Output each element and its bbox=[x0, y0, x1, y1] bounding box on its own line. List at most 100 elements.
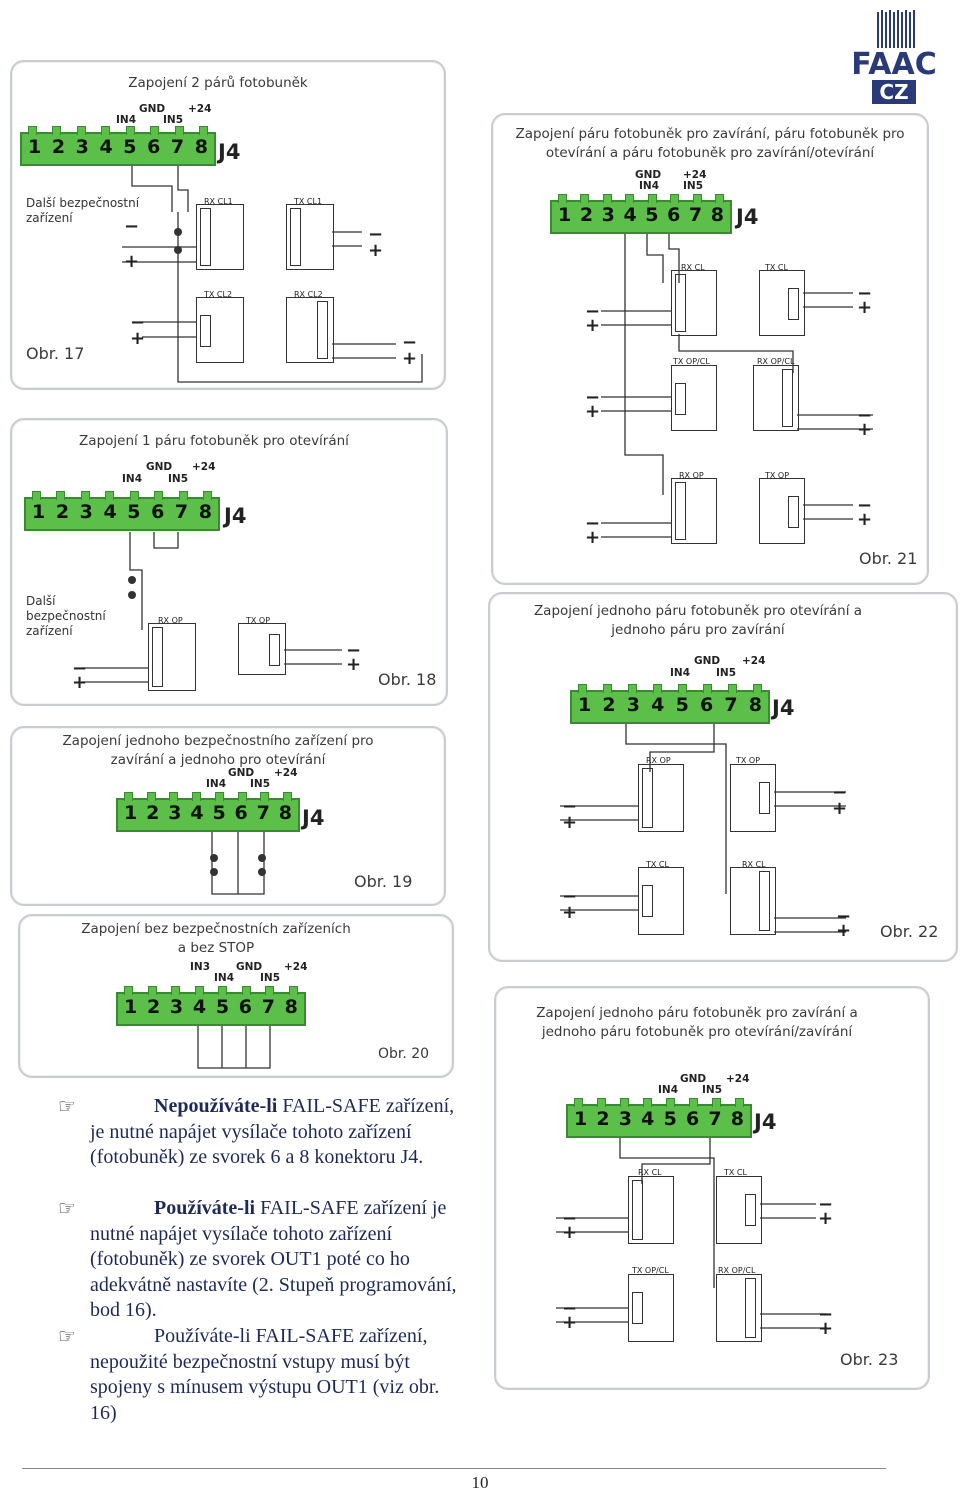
wiring bbox=[210, 832, 266, 895]
connector-label: J4 bbox=[302, 806, 325, 830]
device-label: RX OP/CL bbox=[757, 357, 795, 366]
label-in4: IN4 bbox=[206, 778, 227, 790]
connector-label: J4 bbox=[754, 1110, 777, 1134]
device-label: RX CL bbox=[742, 860, 766, 869]
photocell-rx-cl1 bbox=[196, 204, 244, 270]
photocell-rx-opcl bbox=[716, 1274, 762, 1342]
diagram-obr-20: Zapojení bez bezpečnostních zařízeních a… bbox=[18, 914, 454, 1078]
svg-text:+: + bbox=[124, 251, 139, 272]
photocell-rx-cl2 bbox=[286, 297, 334, 363]
svg-text:−: − bbox=[818, 1194, 833, 1215]
photocell-rx-opcl bbox=[753, 365, 799, 431]
device-label: TX OP/CL bbox=[632, 1266, 669, 1275]
label-gnd: GND bbox=[139, 103, 166, 115]
wiring: −+ −+ −+ −+ bbox=[560, 724, 851, 941]
note-2: Používáte-li FAIL-SAFE zařízení je nutné… bbox=[90, 1197, 457, 1321]
svg-text:−: − bbox=[368, 224, 383, 245]
svg-text:−: − bbox=[562, 796, 577, 817]
svg-text:+: + bbox=[562, 902, 577, 923]
diagram-title: Zapojení 2 párů fotobuněk bbox=[128, 75, 308, 91]
connector-label: J4 bbox=[218, 140, 241, 164]
svg-text:−: − bbox=[832, 782, 847, 803]
svg-text:+: + bbox=[346, 654, 361, 675]
svg-text:−: − bbox=[124, 216, 139, 237]
label-plus24: +24 bbox=[683, 169, 707, 181]
device-label: TX OP/CL bbox=[673, 357, 710, 366]
footer-rule bbox=[22, 1468, 886, 1469]
svg-text:+: + bbox=[562, 1222, 577, 1243]
photocell-tx-op bbox=[759, 478, 805, 544]
extra-safety-note: Další bezpečnostní zařízení bbox=[26, 196, 140, 225]
photocell-tx-cl bbox=[638, 867, 684, 935]
connector-label: J4 bbox=[772, 696, 795, 720]
svg-text:+: + bbox=[585, 527, 600, 548]
svg-text:−: − bbox=[585, 513, 600, 534]
label-plus24: +24 bbox=[726, 1073, 750, 1085]
svg-text:+: + bbox=[857, 297, 872, 318]
label-gnd: GND bbox=[146, 461, 173, 473]
figure-number: Obr. 22 bbox=[880, 922, 939, 941]
device-label: RX CL bbox=[638, 1168, 662, 1177]
photocell-rx-op bbox=[638, 764, 684, 832]
photocell-tx-op bbox=[730, 764, 776, 832]
svg-text:+: + bbox=[857, 419, 872, 440]
svg-text:−: − bbox=[72, 658, 87, 679]
device-label: RX CL bbox=[681, 263, 705, 272]
device-label: RX OP bbox=[646, 756, 671, 765]
svg-text:−: − bbox=[818, 1304, 833, 1325]
label-gnd: GND bbox=[680, 1073, 707, 1085]
figure-number: Obr. 17 bbox=[26, 344, 85, 363]
figure-number: Obr. 21 bbox=[859, 549, 918, 568]
label-in3: IN3 bbox=[190, 961, 211, 973]
photocell-rx-op bbox=[671, 478, 717, 544]
diagram-title: Zapojení jednoho bezpečnostního zařízení… bbox=[62, 733, 374, 768]
photocell-rx-cl bbox=[730, 867, 776, 935]
svg-text:+: + bbox=[72, 672, 87, 693]
svg-text:+: + bbox=[857, 509, 872, 530]
device-label: TX CL bbox=[765, 263, 788, 272]
note-3: Používáte-li FAIL-SAFE zařízení, nepouži… bbox=[90, 1325, 440, 1424]
photocell-tx-opcl bbox=[628, 1274, 674, 1342]
device-label: TX OP bbox=[246, 616, 271, 625]
svg-text:−: − bbox=[857, 283, 872, 304]
svg-text:CZ: CZ bbox=[879, 80, 908, 104]
figure-number: Obr. 18 bbox=[378, 670, 437, 689]
svg-text:−: − bbox=[836, 906, 851, 927]
device-label: RX OP bbox=[679, 471, 704, 480]
label-in5: IN5 bbox=[716, 667, 737, 679]
svg-text:+: + bbox=[562, 1312, 577, 1333]
photocell-tx-cl bbox=[716, 1176, 762, 1244]
wiring bbox=[197, 1026, 271, 1069]
page-number: 10 bbox=[471, 1473, 489, 1492]
svg-text:−: − bbox=[857, 495, 872, 516]
device-label: TX CL bbox=[646, 860, 669, 869]
device-label: RX CL2 bbox=[294, 290, 323, 299]
svg-text:−: − bbox=[585, 387, 600, 408]
device-label: RX OP bbox=[158, 616, 183, 625]
connector-label: J4 bbox=[736, 205, 759, 229]
svg-text:FAAC: FAAC bbox=[851, 47, 937, 82]
svg-text:−: − bbox=[402, 332, 417, 353]
device-label: RX OP/CL bbox=[718, 1266, 756, 1275]
label-gnd: GND bbox=[635, 169, 662, 181]
wiring: −+ −+ −+ −+ −+ −+ bbox=[585, 234, 873, 548]
svg-text:+: + bbox=[818, 1208, 833, 1229]
device-label: TX CL bbox=[724, 1168, 747, 1177]
label-plus24: +24 bbox=[284, 961, 308, 973]
svg-text:+: + bbox=[402, 348, 417, 369]
device-label: TX OP bbox=[736, 756, 761, 765]
photocell-tx-op bbox=[238, 623, 286, 675]
diagram-title: Zapojení bez bezpečnostních zařízeních a… bbox=[81, 921, 351, 956]
faac-logo: FAAC CZ bbox=[838, 8, 950, 108]
label-in4: IN4 bbox=[116, 114, 137, 126]
diagram-obr-22: Zapojení jednoho páru fotobuněk pro otev… bbox=[488, 592, 958, 962]
figure-number: Obr. 19 bbox=[354, 872, 413, 891]
label-plus24: +24 bbox=[274, 767, 298, 779]
svg-text:−: − bbox=[562, 1208, 577, 1229]
label-gnd: GND bbox=[694, 655, 721, 667]
